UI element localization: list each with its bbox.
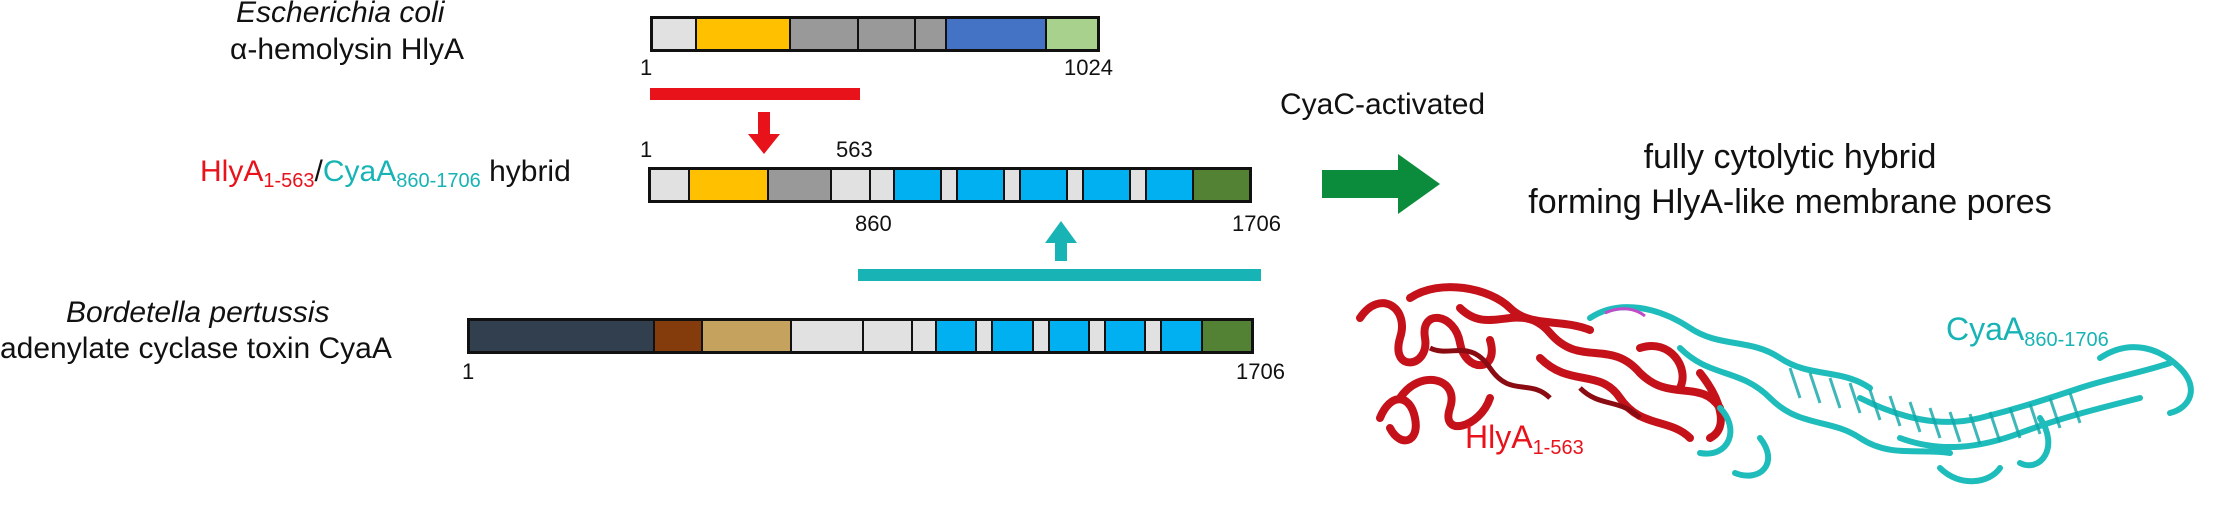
hybrid-structure-model bbox=[1356, 283, 2194, 485]
hybrid-domain-segment-14 bbox=[1146, 170, 1194, 200]
ecoli-domain-segment-2 bbox=[696, 19, 791, 49]
ecoli-domain-segment-3 bbox=[790, 19, 860, 49]
cyaa-transfer-arrow bbox=[858, 221, 1261, 281]
structure-cyaa-text: CyaA bbox=[1946, 311, 2025, 347]
activation-arrow bbox=[1322, 154, 1440, 214]
hlya-domain-bar bbox=[650, 16, 1100, 52]
activation-arrow-shape bbox=[1322, 154, 1440, 214]
bordetella-domain-segment-13 bbox=[1105, 321, 1147, 351]
result-line-1: fully cytolytic hybrid bbox=[1643, 138, 1937, 176]
bordetella-species-label: Bordetella pertussis bbox=[66, 296, 330, 329]
structure-hlya-text: HlyA bbox=[1465, 419, 1533, 455]
structure-cyaa-range: 860-1706 bbox=[2024, 329, 2109, 351]
hybrid-domain-segment-1 bbox=[651, 170, 691, 200]
bordetella-domain-segment-10 bbox=[1033, 321, 1050, 351]
hybrid-domain-segment-13 bbox=[1130, 170, 1147, 200]
ecoli-domain-segment-4 bbox=[859, 19, 916, 49]
result-line-2: forming HlyA-like membrane pores bbox=[1528, 183, 2052, 221]
hybrid-domain-segment-9 bbox=[1005, 170, 1021, 200]
hybrid-junction-upper-number: 563 bbox=[836, 137, 873, 162]
ecoli-domain-segment-7 bbox=[1046, 19, 1097, 49]
bordetella-domain-segment-9 bbox=[993, 321, 1034, 351]
bordetella-domain-segment-14 bbox=[1146, 321, 1163, 351]
bordetella-domain-segment-6 bbox=[912, 321, 937, 351]
bordetella-domain-segment-15 bbox=[1162, 321, 1203, 351]
hybrid-domain-segment-6 bbox=[894, 170, 943, 200]
hybrid-hlya-range: 1-563 bbox=[263, 170, 315, 192]
hybrid-domain-segment-10 bbox=[1020, 170, 1068, 200]
hybrid-domain-segment-7 bbox=[942, 170, 958, 200]
hybrid-domain-segment-4 bbox=[831, 170, 872, 200]
cyaa-fragment-bar bbox=[858, 269, 1261, 281]
hybrid-label: HlyA1-563/CyaA860-1706 hybrid bbox=[200, 155, 571, 198]
linker-magenta bbox=[1604, 307, 1646, 318]
hybrid-end-number: 1706 bbox=[1232, 211, 1281, 236]
hlya-arrow-shaft bbox=[758, 112, 770, 134]
hlya-transfer-arrow bbox=[650, 88, 860, 154]
cyaa-end-number: 1706 bbox=[1236, 359, 1285, 384]
hlya-fragment-bar bbox=[650, 88, 860, 100]
hybrid-tail-label: hybrid bbox=[480, 155, 571, 188]
hybrid-domain-segment-2 bbox=[690, 170, 769, 200]
hlya-structure-red bbox=[1356, 283, 1725, 445]
hybrid-cyaa-range: 860-1706 bbox=[396, 170, 481, 192]
bordetella-protein-label: adenylate cyclase toxin CyaA bbox=[0, 332, 392, 365]
hybrid-junction-lower-number: 860 bbox=[855, 211, 892, 236]
bordetella-domain-segment-1 bbox=[470, 321, 656, 351]
bordetella-domain-segment-3 bbox=[703, 321, 793, 351]
hybrid-domain-segment-11 bbox=[1067, 170, 1084, 200]
cyaa-start-number: 1 bbox=[462, 359, 475, 384]
ecoli-domain-segment-5 bbox=[915, 19, 947, 49]
hlya-structure-dark bbox=[1428, 345, 1642, 420]
hlya-arrow-head bbox=[748, 134, 780, 154]
hybrid-separator: / bbox=[314, 155, 323, 188]
bordetella-domain-segment-7 bbox=[936, 321, 978, 351]
structure-cyaa-label: CyaA860-1706 bbox=[1946, 312, 2109, 357]
ecoli-domain-segment-1 bbox=[653, 19, 697, 49]
hybrid-domain-segment-3 bbox=[769, 170, 832, 200]
bordetella-domain-segment-2 bbox=[655, 321, 704, 351]
bordetella-domain-segment-16 bbox=[1202, 321, 1251, 351]
hybrid-start-number: 1 bbox=[640, 137, 653, 162]
structure-hlya-label: HlyA1-563 bbox=[1465, 420, 1584, 465]
hlya-end-number: 1024 bbox=[1064, 55, 1113, 80]
hybrid-domain-segment-8 bbox=[957, 170, 1005, 200]
hybrid-cyaa-label: CyaA bbox=[322, 155, 397, 188]
bordetella-domain-segment-12 bbox=[1089, 321, 1106, 351]
cyaa-domain-bar bbox=[467, 318, 1254, 354]
bordetella-domain-segment-4 bbox=[792, 321, 865, 351]
bordetella-domain-segment-11 bbox=[1049, 321, 1090, 351]
cyaa-arrow-head bbox=[1045, 221, 1077, 243]
hybrid-domain-segment-12 bbox=[1083, 170, 1131, 200]
ecoli-protein-label: α-hemolysin HlyA bbox=[230, 33, 465, 66]
structure-hlya-range: 1-563 bbox=[1532, 437, 1584, 459]
cyaa-arrow-shaft bbox=[1055, 243, 1067, 261]
hybrid-domain-bar bbox=[648, 167, 1252, 203]
cyaa-structure-sheets bbox=[1788, 367, 2082, 445]
hybrid-domain-segment-5 bbox=[871, 170, 895, 200]
bordetella-domain-segment-8 bbox=[977, 321, 994, 351]
ecoli-species-label: Escherichia coli bbox=[236, 0, 445, 29]
bordetella-domain-segment-5 bbox=[864, 321, 913, 351]
hlya-start-number: 1 bbox=[640, 55, 653, 80]
ecoli-domain-segment-6 bbox=[946, 19, 1047, 49]
hybrid-domain-segment-15 bbox=[1193, 170, 1249, 200]
hybrid-hlya-label: HlyA bbox=[200, 155, 264, 188]
cyac-activated-label: CyaC-activated bbox=[1280, 88, 1486, 121]
